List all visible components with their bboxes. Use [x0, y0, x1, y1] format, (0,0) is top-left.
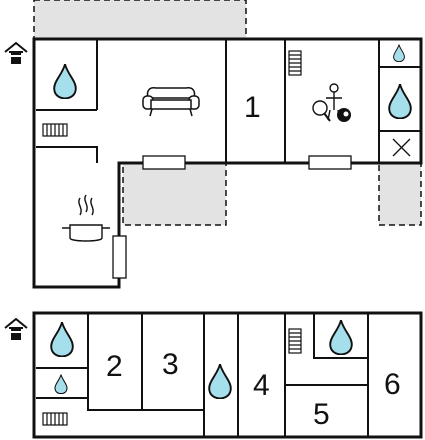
water-drop-icon [53, 63, 77, 99]
water-drop-icon [54, 374, 68, 394]
radiator-icon [288, 328, 302, 354]
table-tennis-billiards-icon [312, 83, 351, 122]
house-entrance-icon [4, 42, 28, 65]
room-number: 4 [253, 369, 270, 402]
room-number: 6 [384, 368, 401, 401]
terrace-middle [122, 162, 227, 226]
radiator-icon [42, 123, 68, 137]
window-icon [142, 155, 186, 170]
water-drop-icon [393, 44, 405, 62]
upper-floor-outline [32, 311, 423, 439]
water-drop-icon [50, 321, 74, 357]
room-number: 2 [106, 350, 123, 383]
water-drop-icon [388, 83, 412, 119]
ground-floor-outline [32, 37, 423, 289]
room-number: 5 [313, 398, 330, 431]
cooking-pot-icon [62, 194, 110, 242]
ground-floor-walls [36, 39, 421, 163]
sofa-icon [142, 87, 200, 117]
house-entrance-icon [4, 318, 28, 341]
terrace-right [378, 162, 422, 226]
water-drop-icon [208, 363, 232, 399]
terrace-top [33, 0, 247, 40]
radiator-icon [42, 412, 68, 426]
room-number: 3 [162, 348, 179, 381]
door-icon [112, 235, 127, 279]
window-icon [308, 155, 352, 170]
upper-floor-walls [36, 313, 369, 437]
close-icon [392, 138, 411, 157]
radiator-icon [288, 50, 302, 76]
room-number: 1 [244, 91, 261, 124]
water-drop-icon [329, 319, 353, 355]
